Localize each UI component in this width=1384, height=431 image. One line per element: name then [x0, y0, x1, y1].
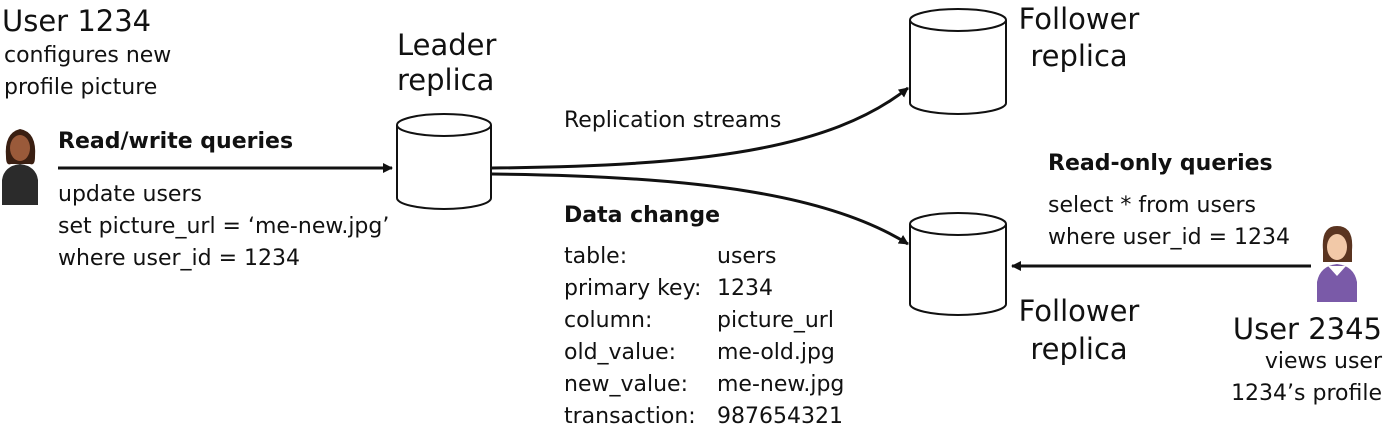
- replication-stream-arrow-bottom: [491, 172, 909, 246]
- user-1234-shirt: [2, 164, 38, 205]
- user-1234-desc-line1: configures new: [4, 43, 172, 68]
- data-change-key: new_value:: [564, 372, 688, 397]
- leader-label-line2: replica: [397, 63, 495, 97]
- read-write-query-line2: set picture_url = ‘me-new.jpg’: [58, 214, 390, 239]
- leader-label-line1: Leader: [397, 28, 497, 62]
- data-change-value: picture_url: [717, 308, 834, 333]
- user-1234-avatar: [2, 129, 38, 205]
- data-change-value: 1234: [717, 276, 773, 301]
- follower-top-label-line1: Follower: [1018, 2, 1140, 36]
- user-1234-face: [10, 135, 30, 161]
- user-1234-desc-line2: profile picture: [4, 75, 158, 100]
- read-only-query-line2: where user_id = 1234: [1048, 225, 1291, 250]
- follower-bottom-label-line2: replica: [1030, 332, 1128, 366]
- user-1234-title: User 1234: [2, 4, 152, 38]
- data-change-key: column:: [564, 308, 653, 333]
- user-2345-desc-line1: views user: [1264, 349, 1382, 374]
- data-change-key: transaction:: [564, 404, 696, 429]
- data-change-value: users: [717, 244, 777, 269]
- read-write-queries-title: Read/write queries: [58, 129, 294, 154]
- data-change-value: 987654321: [717, 404, 843, 429]
- replication-stream-arrow-top: [491, 86, 909, 170]
- follower-top-label-line2: replica: [1030, 39, 1128, 73]
- user-2345-collar: [1328, 266, 1346, 276]
- data-change-key: primary key:: [564, 276, 702, 301]
- read-write-query-line3: where user_id = 1234: [58, 246, 301, 271]
- leader-database-icon: [396, 113, 492, 210]
- read-write-query-line1: update users: [58, 182, 202, 207]
- data-change-value: me-old.jpg: [717, 340, 835, 365]
- data-change-key: old_value:: [564, 340, 677, 365]
- read-only-queries-title: Read-only queries: [1048, 151, 1273, 176]
- follower-bottom-database-icon: [909, 212, 1007, 316]
- data-change-value: me-new.jpg: [717, 372, 845, 397]
- user-2345-avatar: [1317, 226, 1357, 302]
- read-only-query-line1: select * from users: [1048, 193, 1256, 218]
- follower-bottom-label-line1: Follower: [1018, 294, 1140, 328]
- follower-top-database-icon: [909, 8, 1007, 115]
- user-2345-desc-line2: 1234’s profile: [1231, 381, 1382, 406]
- user-2345-title: User 2345: [1232, 312, 1382, 346]
- data-change-title: Data change: [564, 203, 721, 228]
- user-2345-shirt: [1317, 264, 1357, 302]
- data-change-key: table:: [564, 244, 628, 269]
- user-2345-face: [1327, 234, 1347, 260]
- replication-streams-label: Replication streams: [564, 108, 782, 133]
